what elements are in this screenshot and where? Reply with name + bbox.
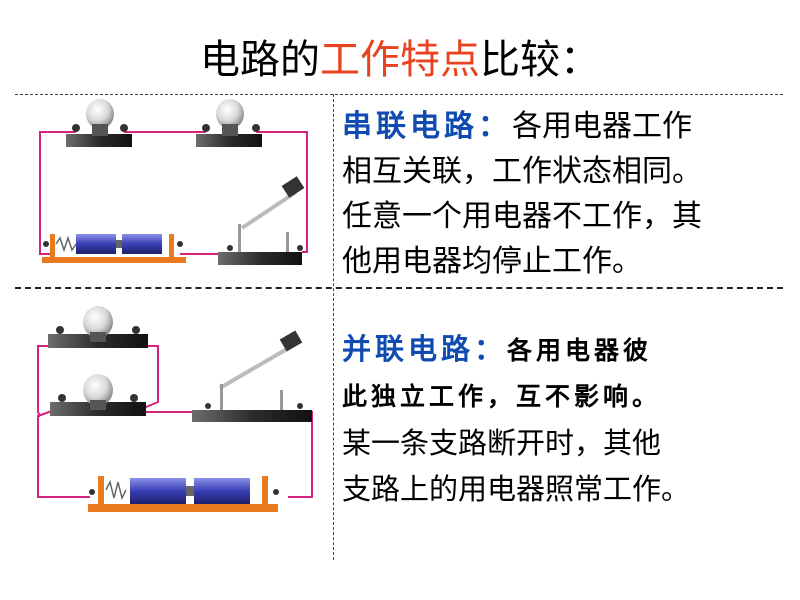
parallel-label: 并联电路： bbox=[342, 332, 508, 366]
switch-icon bbox=[192, 330, 312, 422]
series-text: 相互关联，工作状态相同。 bbox=[342, 154, 702, 189]
title-highlight: 工作特点 bbox=[320, 37, 480, 83]
series-label: 串联电路： bbox=[342, 109, 512, 144]
parallel-bold-text: 各用电器彼 bbox=[507, 336, 653, 365]
bulb-icon bbox=[66, 99, 132, 147]
vertical-divider bbox=[333, 94, 334, 560]
parallel-text: 某一条支路断开时，其他 bbox=[342, 426, 662, 460]
middle-divider bbox=[15, 287, 783, 289]
battery-box-icon bbox=[42, 234, 186, 263]
parallel-description: 并联电路：各用电器彼 此独立工作，互不影响。 某一条支路断开时，其他 支路上的用… bbox=[342, 326, 792, 512]
page-title: 电路的工作特点比较： bbox=[0, 34, 800, 86]
battery-box-icon bbox=[88, 476, 279, 512]
top-divider bbox=[15, 94, 783, 95]
series-circuit-diagram bbox=[39, 99, 308, 265]
parallel-text: 支路上的用电器照常工作。 bbox=[342, 472, 691, 506]
parallel-line-1: 并联电路：各用电器彼 bbox=[342, 326, 792, 374]
title-prefix: 电路的 bbox=[200, 37, 320, 83]
bulb-icon bbox=[48, 306, 148, 348]
parallel-circuit-diagram bbox=[37, 306, 313, 512]
series-text: 各用电器工作 bbox=[512, 109, 692, 144]
series-text: 任意一个用电器不工作，其 bbox=[342, 199, 702, 234]
series-text: 他用电器均停止工作。 bbox=[342, 244, 642, 279]
parallel-bold-text: 此独立工作，互不影响。 bbox=[342, 382, 662, 411]
bulb-icon bbox=[50, 374, 146, 416]
title-suffix: 比较： bbox=[480, 37, 600, 83]
bulb-icon bbox=[196, 99, 262, 147]
series-description: 串联电路：各用电器工作 相互关联，工作状态相同。 任意一个用电器不工作，其 他用… bbox=[342, 104, 792, 284]
series-line-1: 串联电路：各用电器工作 bbox=[342, 104, 792, 149]
switch-icon bbox=[218, 176, 305, 265]
